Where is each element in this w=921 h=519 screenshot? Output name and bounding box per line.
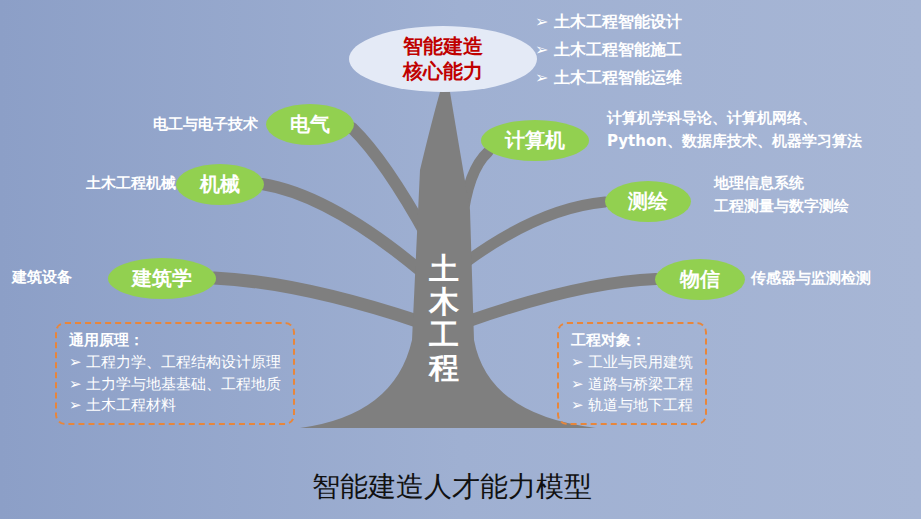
node-text: ➢ 土力学与地基基础、工程地质 xyxy=(69,374,281,396)
node-text: 物信 xyxy=(680,266,720,293)
discipline-oval: 电气 xyxy=(266,104,354,145)
discipline-oval: 物信 xyxy=(655,259,745,300)
goal-item: ➢ 土木工程智能施工 xyxy=(535,40,682,61)
goal-item: ➢ 土木工程智能设计 xyxy=(535,12,682,33)
node-text: 机械 xyxy=(200,171,240,198)
node-text: ➢ 道路与桥梁工程 xyxy=(571,374,693,396)
discipline-oval: 测绘 xyxy=(605,181,691,222)
node-text: 建筑学 xyxy=(132,265,192,292)
box-heading: 工程对象： xyxy=(571,330,693,352)
course-label: 传感器与监测检测 xyxy=(751,269,871,288)
course-label: 电工与电子技术 xyxy=(153,115,258,134)
core-ability-ellipse: 智能建造 核心能力 xyxy=(349,26,537,92)
trunk-label-area: 土木工程 xyxy=(424,248,464,388)
discipline-oval: 机械 xyxy=(176,164,264,205)
node-text: 测绘 xyxy=(628,188,668,215)
course-label: 计算机学科导论、计算机网络、 Python、数据库技术、机器学习算法 xyxy=(607,107,917,152)
caption: 智能建造人才能力模型 xyxy=(312,468,592,506)
course-label: 土木工程机械 xyxy=(86,174,176,193)
course-label: 建筑设备 xyxy=(12,268,72,287)
box-heading: 通用原理： xyxy=(69,330,281,352)
objects-box: 工程对象：➢ 工业与民用建筑➢ 道路与桥梁工程➢ 轨道与地下工程 xyxy=(557,322,707,425)
node-text: 电气 xyxy=(290,111,330,138)
node-text: ➢ 工业与民用建筑 xyxy=(571,352,693,374)
node-text: 智能建造 核心能力 xyxy=(401,34,485,84)
discipline-oval: 建筑学 xyxy=(108,258,216,299)
node-text: 土木工程 xyxy=(429,252,459,384)
course-label: 地理信息系统 工程测量与数字测绘 xyxy=(714,172,914,217)
goal-item: ➢ 土木工程智能运维 xyxy=(535,68,682,89)
discipline-oval: 计算机 xyxy=(481,120,589,161)
node-text: ➢ 轨道与地下工程 xyxy=(571,395,693,417)
principles-box: 通用原理：➢ 工程力学、工程结构设计原理➢ 土力学与地基基础、工程地质➢ 土木工… xyxy=(55,322,295,425)
node-text: ➢ 土木工程材料 xyxy=(69,395,281,417)
node-text: ➢ 工程力学、工程结构设计原理 xyxy=(69,352,281,374)
node-text: 计算机 xyxy=(505,127,565,154)
